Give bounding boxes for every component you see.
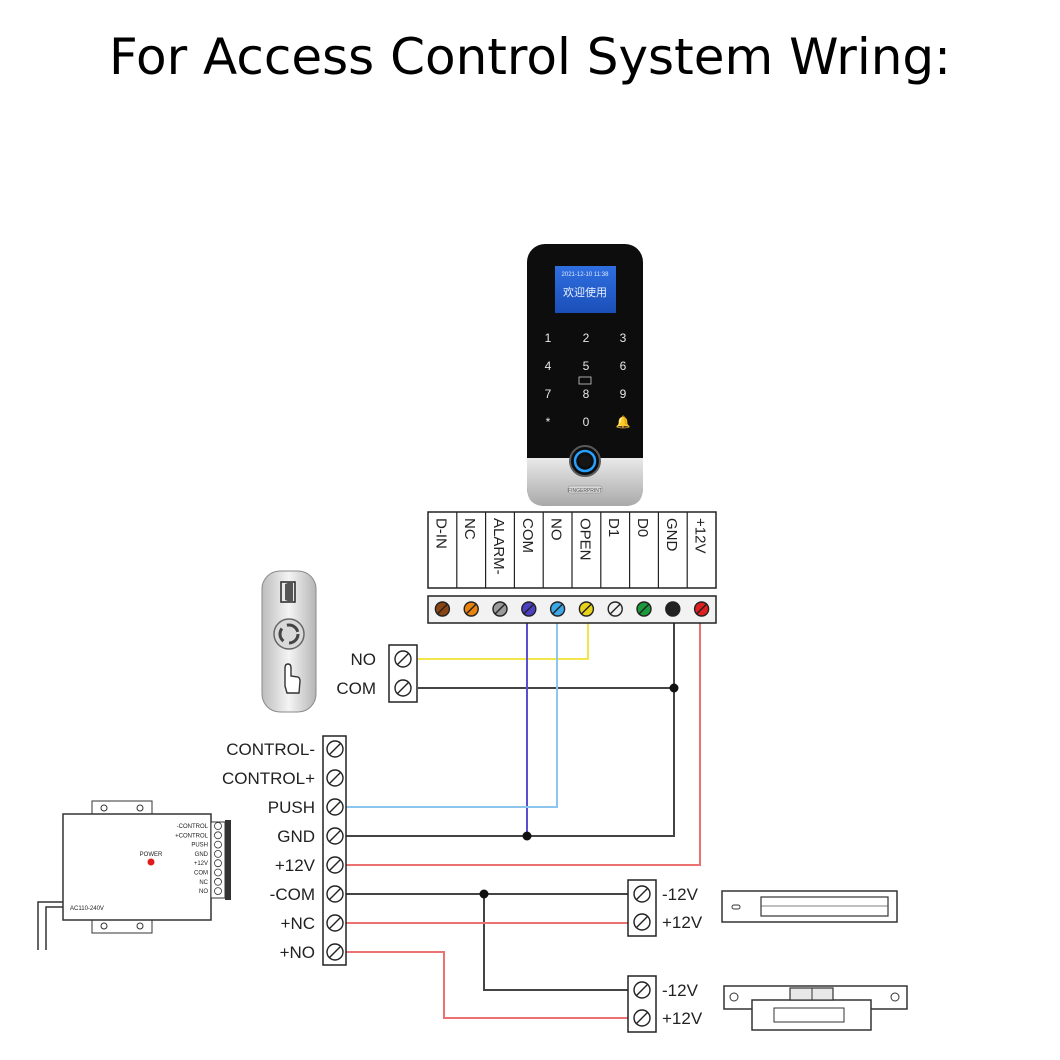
reader-terminal-label: NC	[461, 518, 478, 540]
reader-terminal-label: D0	[634, 518, 651, 537]
wire-com-to-strike	[483, 894, 630, 991]
reader-screen-time: 2021-12-10 11:38	[562, 272, 610, 278]
reader-terminal-label: ALARM-	[490, 518, 507, 575]
access-reader: 2021-12-10 11:38 欢迎使用 1 2 3 4 5 6 7 8 9 * 0 🔔 FINGE…	[527, 244, 643, 506]
exit-terminal-block: NO COM	[336, 644, 418, 703]
reader-terminals: D-IN NC ALARM- COM NO OPEN D1 D0 GND +12V	[432, 512, 710, 617]
lock-terminal-label: +12V	[662, 913, 703, 932]
reader-screen-welcome: 欢迎使用	[563, 285, 607, 299]
psu-terminals: CONTROL- CONTROL+ PUSH GND +12V -COM +NC +NO	[222, 740, 344, 962]
junction-dot	[479, 889, 489, 899]
reader-terminal-label: GND	[663, 518, 680, 552]
maglock-terminals: -12V +12V	[633, 885, 703, 932]
keypad: 1 2 3 4 5 6 7 8 9 * 0 🔔	[545, 331, 631, 429]
reader-terminal-label: OPEN	[576, 518, 593, 561]
keypad-key[interactable]: 8	[583, 387, 590, 401]
psu-terminal-label: -COM	[270, 885, 315, 904]
electric-strike: -12V +12V	[627, 975, 908, 1033]
wire-no-to-psu-push	[346, 622, 558, 808]
strike-terminals: -12V +12V	[633, 981, 703, 1028]
hand-pointer-icon	[284, 663, 301, 694]
power-led	[147, 858, 155, 866]
reader-brand: FINGERPRINT	[568, 488, 602, 494]
reader-terminal-label: +12V	[692, 518, 709, 553]
keypad-key[interactable]: 1	[545, 331, 552, 345]
card-icon	[578, 376, 592, 385]
psu-mini-label: -CONTROL	[177, 824, 209, 830]
reader-terminal-label: D1	[605, 518, 622, 537]
magnetic-lock: -12V +12V	[627, 879, 898, 937]
exit-button[interactable]	[261, 570, 317, 713]
wires	[346, 622, 701, 1019]
page-title: For Access Control System Wring:	[109, 28, 951, 86]
psu-terminal-label: GND	[277, 827, 315, 846]
keypad-key[interactable]: 2	[583, 331, 590, 345]
reader-screen	[555, 266, 616, 313]
psu-mini-label: +12V	[194, 861, 208, 867]
keypad-key[interactable]: 5	[583, 359, 590, 373]
keypad-key[interactable]: 0	[583, 415, 590, 429]
reader-terminal-block: D-IN NC ALARM- COM NO OPEN D1 D0 GND +12V	[427, 511, 717, 624]
psu-mini-label: +CONTROL	[175, 833, 209, 839]
power-led-label: POWER	[140, 852, 163, 858]
junction-dot	[522, 831, 532, 841]
exit-terminal-label: NO	[351, 650, 377, 669]
lock-terminal-label: +12V	[662, 1009, 703, 1028]
exit-terminals: NO COM	[336, 650, 412, 698]
psu-terminal-label: CONTROL-	[226, 740, 315, 759]
reader-terminal-label: NO	[548, 518, 565, 541]
psu-terminal-label: +NO	[280, 943, 315, 962]
wire-gnd-to-psu-gnd	[346, 688, 675, 837]
exit-terminal-label: COM	[336, 679, 376, 698]
wire-open-to-exit-no	[418, 622, 589, 660]
keypad-key[interactable]: 6	[620, 359, 627, 373]
reader-terminal-label: D-IN	[432, 518, 449, 549]
psu-mini-label: NO	[199, 889, 208, 895]
psu-mini-label: NC	[199, 880, 208, 886]
psu-terminal-label: PUSH	[268, 798, 315, 817]
keypad-key[interactable]: *	[546, 415, 551, 429]
wire-gnd-to-exit-com	[418, 622, 675, 689]
psu-terminal-label: +NC	[281, 914, 315, 933]
reader-terminal-label: COM	[519, 518, 536, 553]
keypad-key[interactable]: 7	[545, 387, 552, 401]
keypad-key[interactable]: 3	[620, 331, 627, 345]
psu-terminal-block: CONTROL- CONTROL+ PUSH GND +12V -COM +NC +NO	[222, 735, 347, 966]
power-supply-unit: -CONTROL +CONTROL PUSH GND +12V COM NC NO POWER…	[37, 800, 231, 950]
wire-no-to-strike	[346, 951, 630, 1019]
keypad-key[interactable]: 9	[620, 387, 627, 401]
input-voltage-label: AC110-240V	[70, 906, 104, 912]
door-icon	[280, 581, 296, 603]
psu-mini-label: GND	[195, 852, 209, 858]
psu-mini-label: COM	[194, 871, 208, 877]
psu-terminal-label: +12V	[275, 856, 316, 875]
bell-icon[interactable]: 🔔	[616, 415, 631, 429]
lock-terminal-label: -12V	[662, 981, 699, 1000]
press-button[interactable]	[273, 618, 305, 650]
psu-mini-label: PUSH	[191, 843, 208, 849]
lock-terminal-label: -12V	[662, 885, 699, 904]
psu-terminal-label: CONTROL+	[222, 769, 315, 788]
psu-mini-terminals: -CONTROL +CONTROL PUSH GND +12V COM NC NO	[175, 822, 222, 895]
keypad-key[interactable]: 4	[545, 359, 552, 373]
junction-dot	[669, 683, 679, 693]
wire-12v-to-psu-12v	[346, 622, 701, 866]
